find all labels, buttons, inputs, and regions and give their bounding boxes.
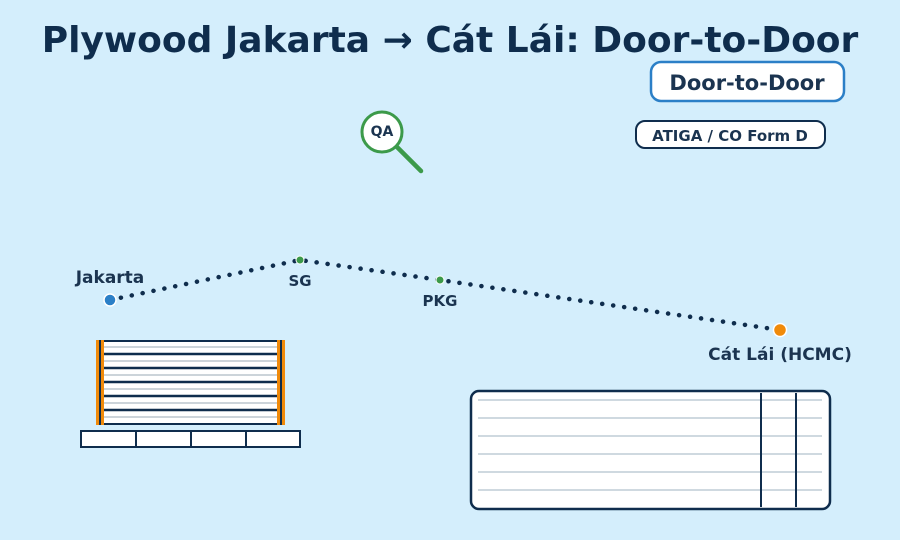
stop-node-sg (295, 255, 305, 265)
destination-label: Cát Lái (HCMC) (708, 345, 852, 365)
trade-badge-label: ATIGA / CO Form D (652, 127, 808, 145)
magnifier-icon: QA (360, 110, 424, 174)
document-icon (469, 389, 832, 511)
stop-node-pkg (435, 275, 445, 285)
service-badge-label: Door-to-Door (669, 71, 825, 95)
shipping-route-line (107, 257, 783, 333)
trade-badge: ATIGA / CO Form D (635, 120, 826, 149)
stop-label-pkg: PKG (423, 292, 458, 310)
origin-node (103, 293, 117, 307)
destination-node (772, 322, 788, 338)
origin-label: Jakarta (75, 268, 145, 288)
qa-label: QA (371, 124, 394, 140)
service-badge: Door-to-Door (649, 60, 846, 103)
page-title: Plywood Jakarta → Cát Lái: Door-to-Door (42, 20, 859, 61)
stop-label-sg: SG (288, 272, 311, 290)
plywood-pallet-icon (80, 340, 301, 448)
